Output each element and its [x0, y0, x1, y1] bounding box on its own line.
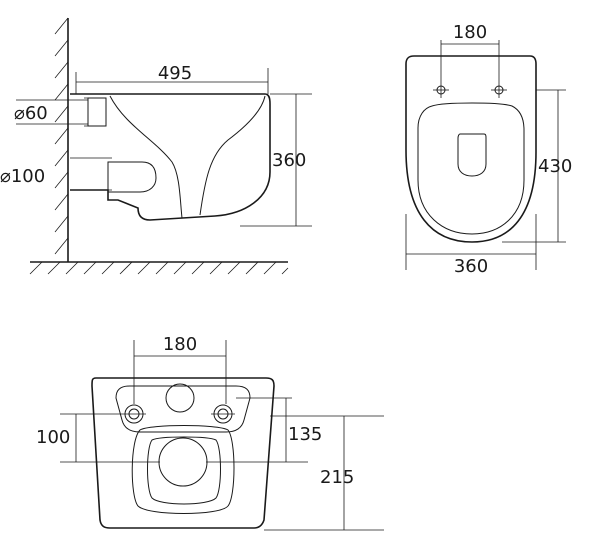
rear-bowl-outline: [131, 425, 235, 514]
side-rim-curve: [199, 95, 266, 216]
top-hole-spacing-label: 180: [453, 22, 487, 43]
pipe-large-label: ⌀100: [0, 166, 45, 187]
top-hole-left: [433, 82, 449, 98]
rear-left-offset-label: 100: [36, 427, 70, 448]
rear-hole-spacing-label: 180: [163, 334, 197, 355]
floor-hatching: [29, 261, 289, 275]
side-view: 495 360 ⌀60 ⌀100: [0, 17, 312, 275]
top-hole-right: [491, 82, 507, 98]
rear-outlet: [158, 437, 208, 487]
side-inlet-pipe: [87, 97, 107, 127]
rear-inner-outline: [115, 385, 251, 433]
side-height-label: 360: [272, 150, 306, 171]
rear-hole-left: [122, 404, 146, 424]
side-bowl-outline: [70, 93, 271, 221]
side-outlet: [107, 161, 157, 193]
side-inner-bowl: [109, 95, 183, 219]
rear-bowl-inner: [147, 436, 221, 505]
rear-total-height-label: 215: [320, 467, 354, 488]
top-width-label: 360: [454, 256, 488, 277]
side-length-label: 495: [158, 63, 192, 84]
top-view: 180 430 360: [405, 22, 572, 277]
top-depth-label: 430: [538, 156, 572, 177]
top-outer-outline: [405, 55, 537, 243]
rear-top-inlet: [165, 383, 195, 413]
pipe-small-label: ⌀60: [14, 103, 48, 124]
wall-hatching: [54, 17, 69, 255]
top-bowl-opening: [457, 133, 487, 177]
rear-view: 180 100 135 215: [36, 334, 384, 531]
rear-outer-outline: [91, 377, 275, 529]
top-seat-outline: [417, 102, 525, 235]
rear-hole-right: [211, 404, 235, 424]
rear-hole-height-label: 135: [288, 424, 322, 445]
